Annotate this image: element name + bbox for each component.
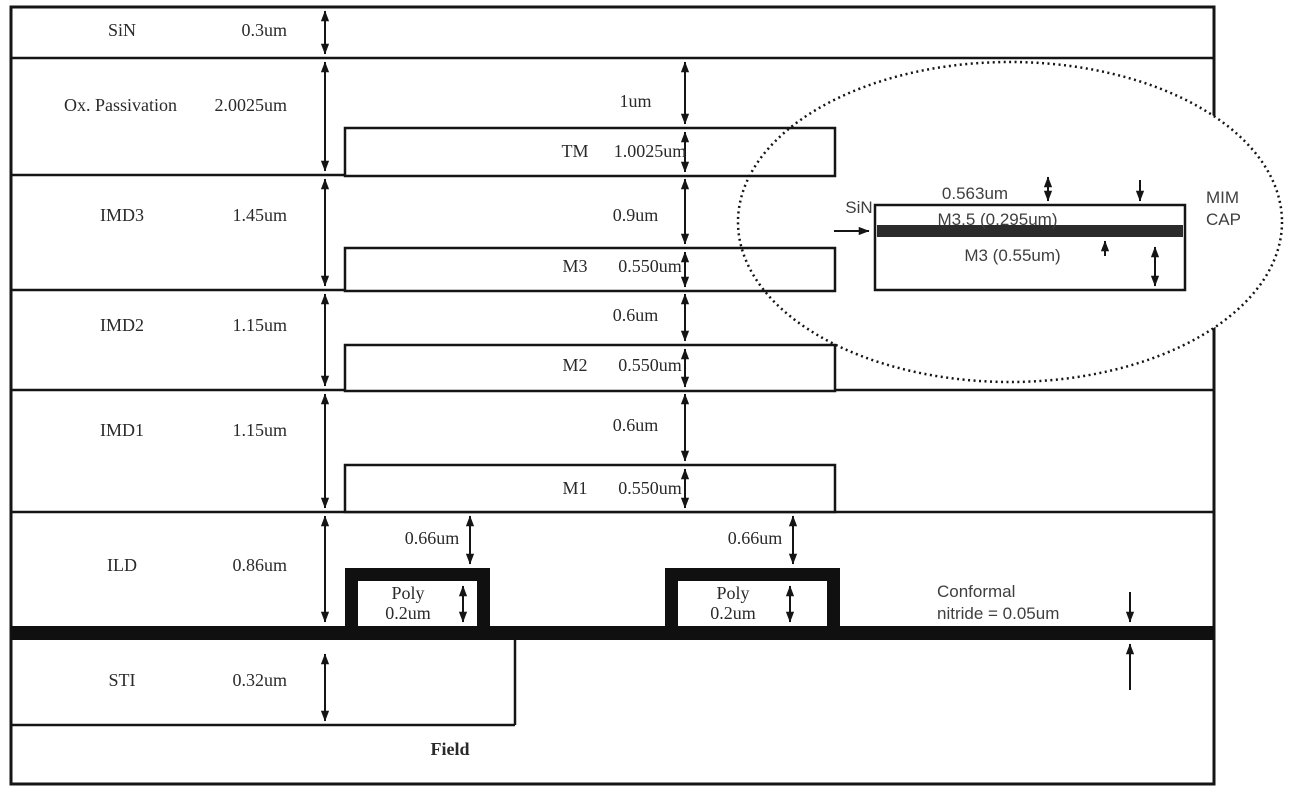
layer-name-imd3: IMD3 <box>100 205 144 225</box>
gate2-poly-label: Poly <box>716 583 750 603</box>
gate1-left-bar <box>345 568 358 640</box>
layer-name-imd2: IMD2 <box>100 315 144 335</box>
gate1-top-bar <box>345 568 490 581</box>
m1-box <box>343 463 837 514</box>
metal-gap-m3: 0.9um <box>612 205 659 225</box>
mim-bottom-metal-label: M3 (0.55um) <box>964 246 1061 265</box>
metal-gap-m1: 0.6um <box>612 415 659 435</box>
mim-inset-box <box>873 203 1187 292</box>
gate2-left-bar <box>665 568 678 640</box>
metal-gap-tm: 1um <box>619 91 652 111</box>
gate2-height-label: 0.66um <box>727 528 783 548</box>
mim-top-dim-label: 0.563um <box>941 184 1009 203</box>
gate2-right-bar <box>827 568 840 640</box>
mim-cap-callout-line1: MIM <box>1206 188 1240 207</box>
metal-name-tm: TM <box>561 141 589 161</box>
gate1-height-label: 0.66um <box>404 528 460 548</box>
metal-thickness-m1: 0.550um <box>618 478 682 498</box>
nitride-note-line2: nitride = 0.05um <box>937 604 1060 623</box>
nitride-note-line1: Conformal <box>937 582 1016 601</box>
layer-thickness-imd3: 1.45um <box>232 205 287 225</box>
substrate-and-gates <box>11 568 1214 640</box>
mim-stack-box <box>873 203 1187 292</box>
pointer-arrows <box>834 180 1145 690</box>
gate1-poly-thickness: 0.2um <box>385 603 431 623</box>
layer-name-ild: ILD <box>107 555 137 575</box>
layer-thickness-ox-passivation: 2.0025um <box>214 95 287 115</box>
gate1-right-bar <box>477 568 490 640</box>
gate2-poly-thickness: 0.2um <box>710 603 756 623</box>
layer-thickness-ild: 0.86um <box>232 555 287 575</box>
mim-sin-label: SiN <box>845 198 873 217</box>
field-label: Field <box>430 739 470 759</box>
metal-thickness-m2: 0.550um <box>618 355 682 375</box>
sti-outline <box>11 640 517 727</box>
metal-gap-m2: 0.6um <box>612 305 659 325</box>
gate2-top-bar <box>665 568 840 581</box>
layer-name-sti: STI <box>108 670 136 690</box>
metal-boxes <box>343 126 837 514</box>
layer-name-sin: SiN <box>107 20 136 40</box>
metal-thickness-tm: 1.0025um <box>613 141 687 161</box>
layer-thickness-imd1: 1.15um <box>232 420 287 440</box>
m3-box <box>343 246 837 293</box>
tm-box <box>343 126 837 178</box>
metal-name-m3: M3 <box>562 256 588 276</box>
metal-name-m1: M1 <box>562 478 588 498</box>
outer-border <box>9 5 1216 786</box>
mim-cap-callout-line2: CAP <box>1206 210 1241 229</box>
mim-plate-label: M3.5 (0.295um) <box>937 210 1058 229</box>
metal-name-m2: M2 <box>562 355 588 375</box>
layer-name-ox-passivation: Ox. Passivation <box>63 95 177 115</box>
layer-thickness-sin: 0.3um <box>241 20 287 40</box>
nitride-substrate-line <box>11 626 1214 640</box>
mim-plate-bar <box>877 225 1183 237</box>
mim-callout-ellipse <box>736 60 1284 384</box>
layer-name-imd1: IMD1 <box>100 420 144 440</box>
layer-thickness-sti: 0.32um <box>232 670 287 690</box>
dimension-arrows <box>320 10 1160 722</box>
gate1-poly-label: Poly <box>391 583 425 603</box>
metal-thickness-m3: 0.550um <box>618 256 682 276</box>
layer-thickness-imd2: 1.15um <box>232 315 287 335</box>
m2-box <box>343 343 837 393</box>
